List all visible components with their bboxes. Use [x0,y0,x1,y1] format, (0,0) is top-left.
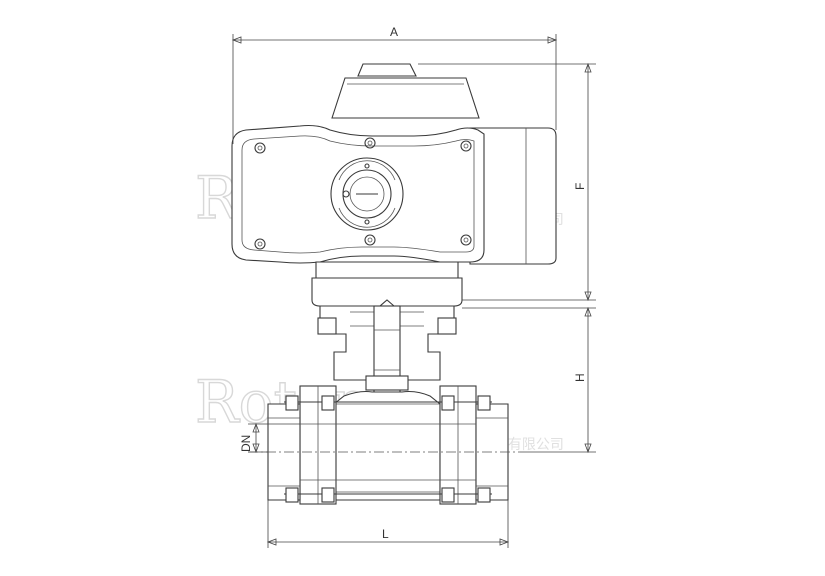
dimension-f: F [418,62,596,302]
dimension-a: A [231,25,558,144]
dimension-h-label: H [573,373,587,382]
actuator-top-cover [331,77,480,119]
actuator-side-box [469,127,557,265]
housing-bolts [254,137,472,250]
valve-body [267,385,509,505]
dimension-l: L [266,500,510,548]
mounting-bracket [317,299,457,399]
dimension-a-label: A [390,25,398,39]
actuator-neck [315,261,459,279]
position-indicator-dial [330,157,404,231]
flange-bolts [284,395,492,503]
actuator [231,63,557,307]
dimension-dn: DN [239,422,300,454]
dimension-f-label: F [573,183,587,190]
valve-center-body [333,390,441,501]
actuator-base [311,277,463,307]
actuator-top-knob [357,63,417,77]
actuator-housing-inner [241,135,475,254]
dimension-h: H [462,306,596,454]
dimension-l-label: L [382,527,389,541]
dimension-dn-label: DN [239,435,253,452]
